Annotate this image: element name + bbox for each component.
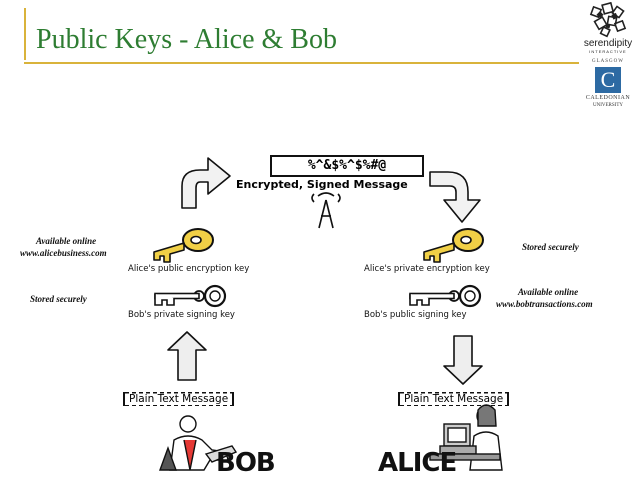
- bob-figure-icon: [159, 415, 238, 471]
- serendipity-logo-icon: [589, 2, 627, 38]
- bob-private-key-label: Bob's private signing key: [128, 310, 235, 320]
- curved-arrow-up-right: [181, 157, 231, 209]
- right-online-label: Available online: [518, 287, 579, 297]
- bob-private-key-icon: [153, 284, 227, 308]
- alice-private-key-icon: [423, 228, 484, 263]
- right-plain-text-box: Plain Text Message: [398, 392, 510, 406]
- slide-title: Public Keys - Alice & Bob: [36, 24, 337, 55]
- bob-public-key-icon: [408, 284, 482, 308]
- alice-label: ALICE: [378, 448, 457, 478]
- right-online-url: www.bobtransactions.com: [496, 299, 593, 309]
- up-arrow-icon: [167, 331, 207, 381]
- left-online-url: www.alicebusiness.com: [20, 248, 107, 258]
- logo-city: GLASGOW: [592, 59, 624, 64]
- left-plain-text-box: Plain Text Message: [123, 392, 235, 406]
- caledonian-logo-icon: C: [595, 67, 621, 93]
- logo-wordmark: serendipity: [583, 38, 633, 49]
- curved-arrow-down-right: [429, 171, 481, 223]
- left-online-label: Available online: [36, 236, 97, 246]
- antenna-icon: [311, 192, 341, 229]
- alice-private-key-label: Alice's private encryption key: [364, 264, 490, 274]
- logo-org: CALEDONIAN: [585, 95, 631, 101]
- right-stored-label: Stored securely: [522, 242, 579, 252]
- left-stored-label: Stored securely: [30, 294, 87, 304]
- alice-figure-icon: [429, 404, 503, 471]
- logo-tagline: INTERACTIVE: [589, 49, 627, 54]
- title-accent-bar: [24, 8, 26, 60]
- logo-org-sub: UNIVERSITY: [593, 103, 623, 108]
- cipher-text-box: %^&$%^$%#@: [270, 155, 424, 177]
- alice-public-key-label: Alice's public encryption key: [128, 264, 250, 274]
- down-arrow-icon: [443, 335, 483, 385]
- bob-label: BOB: [216, 448, 276, 478]
- logo-block: serendipity INTERACTIVE GLASGOW C CALEDO…: [580, 2, 636, 122]
- title-underline: [24, 62, 579, 64]
- encrypted-message-label: Encrypted, Signed Message: [236, 178, 408, 191]
- bob-public-key-label: Bob's public signing key: [364, 310, 467, 320]
- alice-public-key-icon: [153, 228, 214, 263]
